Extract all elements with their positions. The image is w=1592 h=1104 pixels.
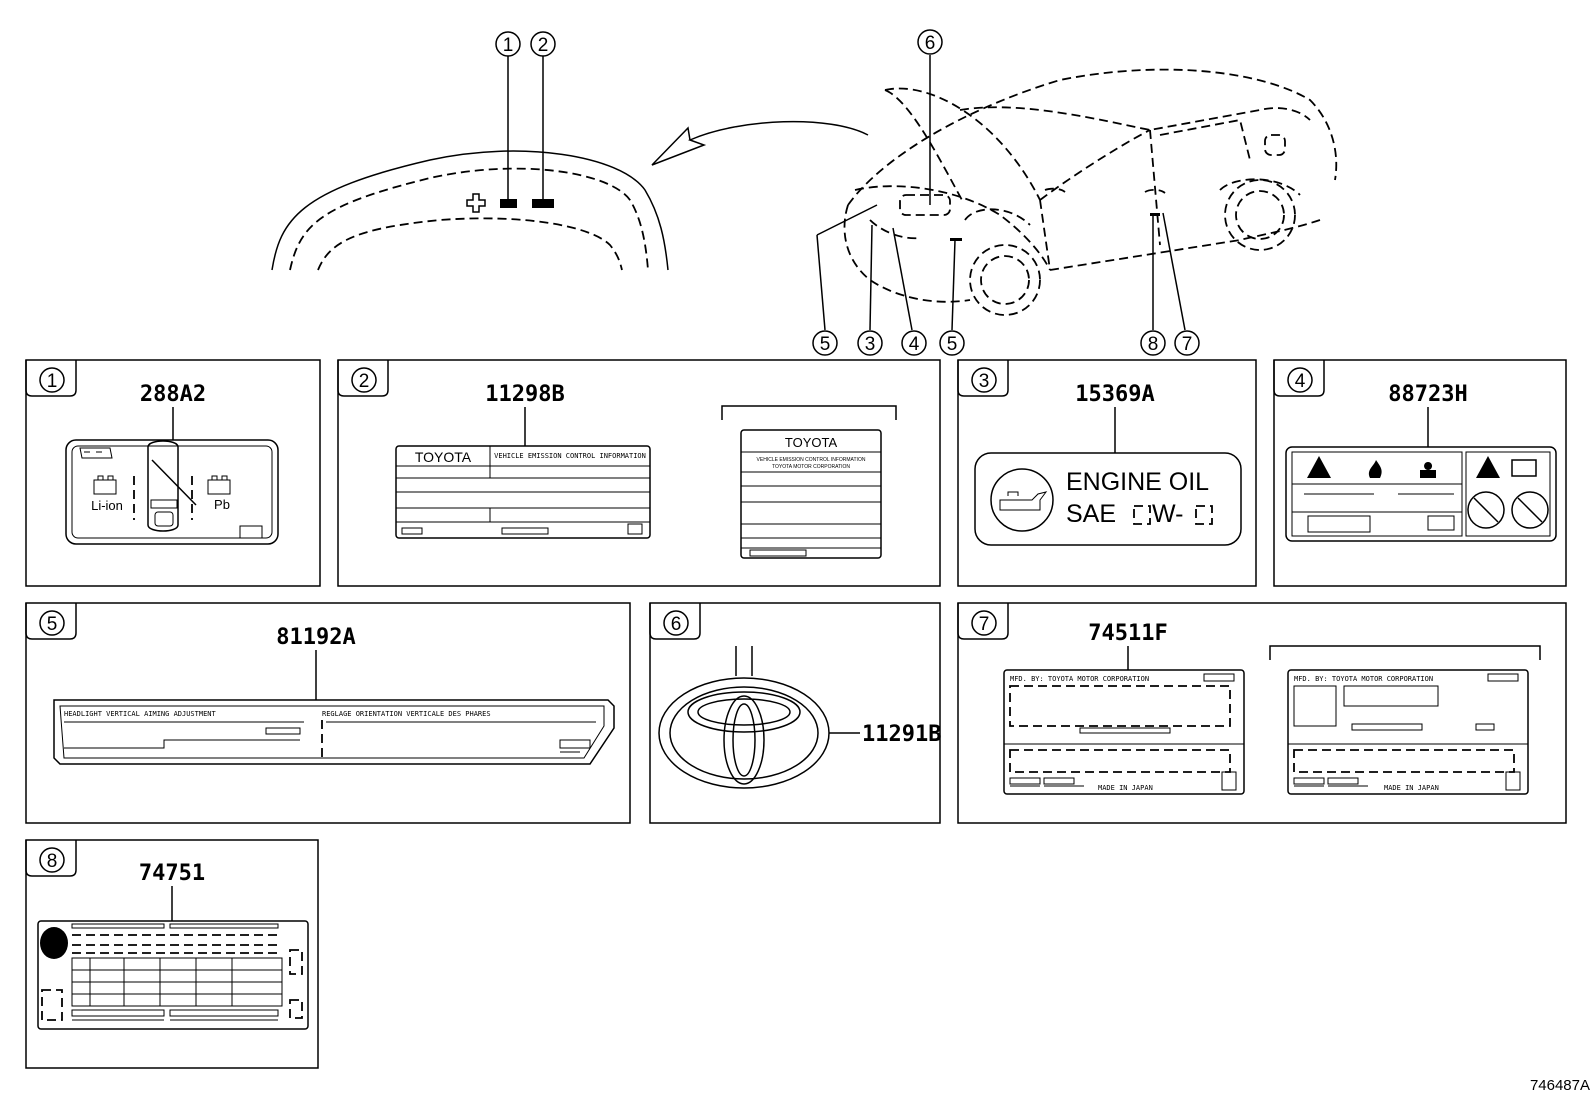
pb-label: Pb: [214, 497, 230, 512]
direction-arrow: [651, 120, 869, 166]
panel-frame: [1273, 359, 1567, 587]
part-number: 74751: [139, 861, 205, 886]
headlight-text-fr: REGLAGE ORIENTATION VERTICALE DES PHARES: [322, 710, 491, 718]
made-in-japan-text: MADE IN JAPAN: [1098, 784, 1153, 792]
callout-circle: [857, 330, 883, 356]
panel-8: 8 74751: [25, 839, 319, 1069]
toyota-text: TOYOTA: [415, 449, 472, 465]
part-number: 81192A: [276, 625, 355, 650]
sae-text: SAE: [1066, 500, 1116, 528]
label-position-2: [532, 199, 554, 208]
emission-text: VEHICLE EMISSION CONTROL INFORMATION: [494, 452, 646, 460]
panel-number: 5: [47, 614, 58, 635]
made-in-japan-text: MADE IN JAPAN: [1384, 784, 1439, 792]
label-position-1: [500, 199, 517, 208]
panel-frame: [25, 839, 319, 1069]
oil-can-icon: [990, 468, 1054, 532]
person-icon: [1420, 462, 1436, 478]
part-number: 11298B: [485, 382, 564, 407]
panel-number: 3: [979, 371, 990, 392]
panel-6: 6 11291B: [649, 602, 941, 824]
warning-icon: [1476, 456, 1500, 478]
warning-icon: [1307, 456, 1331, 478]
part-number: 15369A: [1075, 382, 1154, 407]
panel-frame: [337, 359, 941, 587]
no-smoking-icon: [1467, 491, 1505, 529]
callout-number: 1: [503, 35, 514, 56]
callout-number: 8: [1148, 334, 1159, 355]
panel-number: 7: [979, 614, 990, 635]
panel-5: 5 81192A HEADLIGHT VERTICAL AIMING ADJUS…: [25, 602, 631, 824]
headlight-aiming-label: [53, 699, 615, 765]
toyota-text: TOYOTA: [785, 435, 838, 450]
no-child-icon: [1511, 491, 1549, 529]
li-ion-label: Li-ion: [91, 498, 123, 513]
panel-3: 3 15369A ENGINE OIL SAE W-: [957, 359, 1257, 587]
tire-icon: [40, 927, 68, 959]
callout-number: 5: [947, 334, 958, 355]
panel-frame: [649, 602, 941, 824]
battery-warning-label: [1285, 446, 1557, 542]
panel-frame: [25, 359, 321, 587]
mfd-text: MFD. BY: TOYOTA MOTOR CORPORATION: [1294, 675, 1433, 683]
callout-number: 4: [909, 334, 920, 355]
vin-label-b: [1287, 669, 1529, 795]
headlight-text-en: HEADLIGHT VERTICAL AIMING ADJUSTMENT: [64, 710, 217, 718]
part-number: 288A2: [140, 382, 206, 407]
callout-number: 6: [925, 33, 936, 54]
panel-frame: [957, 602, 1567, 824]
panel-4: 4 88723H: [1273, 359, 1567, 587]
callout-circle: [901, 330, 927, 356]
mfd-text: MFD. BY: TOYOTA MOTOR CORPORATION: [1010, 675, 1149, 683]
callout-circle: [530, 31, 556, 57]
panel-number: 1: [47, 371, 58, 392]
center-mark: [466, 193, 486, 213]
callout-number: 3: [865, 334, 876, 355]
part-number: 74511F: [1088, 621, 1167, 646]
panel-frame: [957, 359, 1257, 587]
callout-circle: [939, 330, 965, 356]
callout-circle: [1174, 330, 1200, 356]
emission-label-b: [740, 429, 882, 559]
part-number: 88723H: [1388, 382, 1467, 407]
corporation-text: TOYOTA MOTOR CORPORATION: [772, 464, 850, 470]
manual-icon: [1511, 459, 1537, 477]
panel-frame: [25, 602, 631, 824]
engine-oil-label: [974, 452, 1242, 546]
tire-info-label: [37, 920, 309, 1030]
callout-number: 5: [820, 334, 831, 355]
panel-number: 6: [671, 614, 682, 635]
callout-circle: [495, 31, 521, 57]
panel-number: 8: [47, 851, 58, 872]
diagram-id: 746487A: [1530, 1077, 1590, 1094]
emission-text: VEHICLE EMISSION CONTROL INFORMATION: [757, 457, 866, 463]
viscosity-text: W-: [1152, 500, 1183, 528]
part-number: 11291B: [862, 722, 941, 747]
callout-circle: [812, 330, 838, 356]
engine-oil-text: ENGINE OIL: [1066, 468, 1209, 496]
flame-icon: [1368, 460, 1382, 478]
panel-number: 4: [1295, 371, 1306, 392]
panel-7: 7 74511F MFD. BY: TOYOTA MOTOR CORPORATI…: [957, 602, 1567, 824]
vin-label-a: [1003, 669, 1245, 795]
panel-2: 2 11298B TOYOTA VEHICLE EMISSION CONTROL…: [337, 359, 941, 587]
callout-circle: [917, 29, 943, 55]
label-288A2: [65, 439, 279, 545]
callout-number: 2: [538, 35, 549, 56]
callout-number: 7: [1182, 334, 1193, 355]
car-illustration: 6 5 3 4 5 8 7: [812, 29, 1338, 356]
toyota-emblem: [658, 677, 830, 789]
roof-detail: 1 2: [271, 31, 869, 271]
panel-number: 2: [359, 371, 370, 392]
callout-circle: [1140, 330, 1166, 356]
panel-1: 1 288A2 Li-ion Pb: [25, 359, 321, 587]
